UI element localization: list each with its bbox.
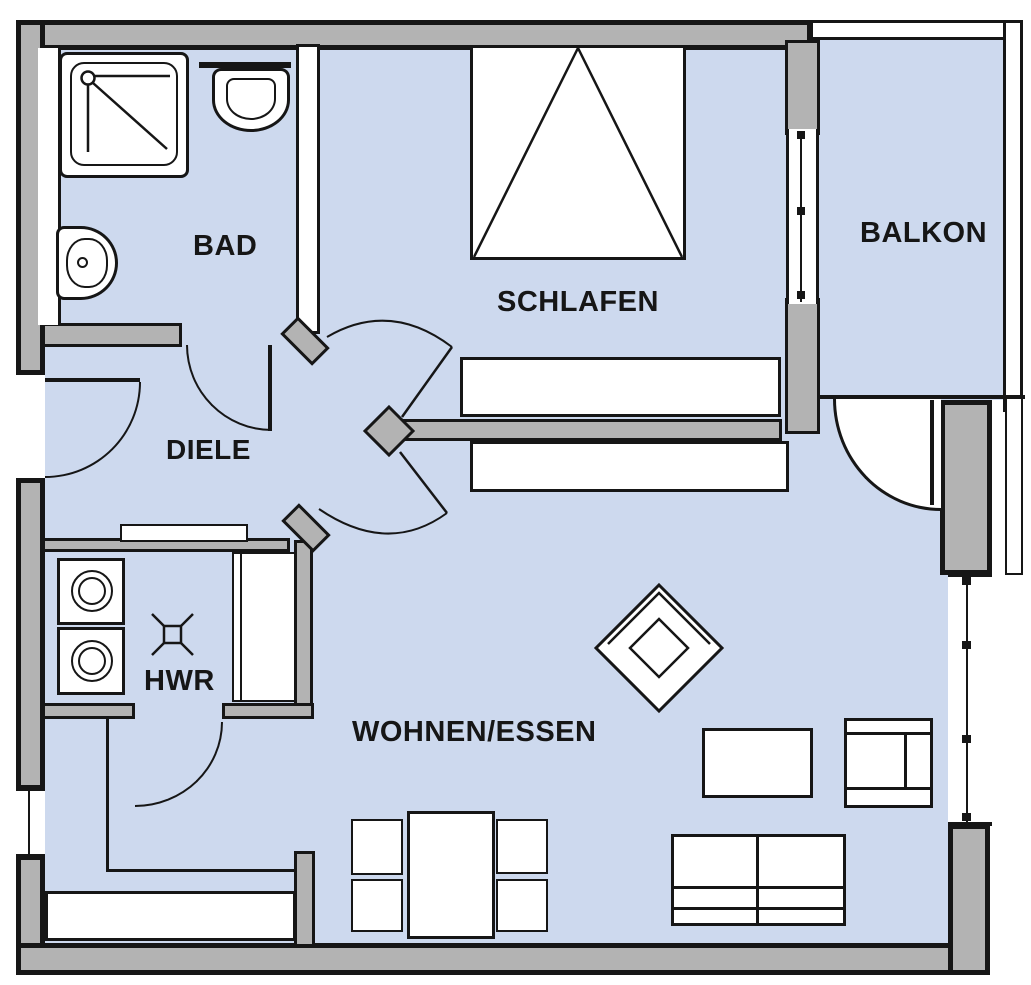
entrance-door-leaf [45, 378, 140, 382]
floor-marking-horizontal [106, 869, 296, 872]
door-transom-mark [797, 131, 805, 139]
dryer-drum-inner [78, 647, 106, 675]
wall-hwr-south-left [42, 703, 135, 719]
balcony-door-leaf [930, 400, 934, 505]
dining-chair [496, 879, 548, 932]
shower-tray [70, 62, 178, 166]
wall-left-middle [16, 478, 45, 790]
room-label-bad: BAD [193, 230, 258, 262]
room-label-wohnen-essen: WOHNEN/ESSEN [352, 716, 597, 748]
armchair-armrest-bottom [846, 787, 931, 790]
bedroom-balcony-door [786, 129, 819, 304]
wall-bath-south [42, 323, 182, 347]
room-label-hwr: HWR [144, 665, 215, 697]
door-transom-mark [797, 291, 805, 299]
balcony-railing-north [810, 20, 1023, 40]
coffee-table [702, 728, 813, 798]
room-label-balkon: BALKON [860, 217, 988, 249]
balcony-floor [818, 38, 1008, 400]
bath-prewall [38, 48, 61, 325]
living-sideboard [470, 441, 789, 492]
washbasin-drain [77, 257, 88, 268]
balcony-railing-south-return [1005, 397, 1023, 575]
floor-marking-vertical [106, 719, 109, 872]
wall-bedroom-east-pier-bottom [785, 298, 820, 434]
balcony-railing-east [1003, 20, 1023, 412]
sofa-backrest-line2 [673, 907, 844, 910]
toilet-cistern [199, 62, 291, 68]
window-transom-mark [962, 813, 971, 821]
living-west-window-glazing [28, 791, 30, 854]
balcony-south-edge [820, 395, 1025, 399]
sofa-backrest-line1 [673, 886, 844, 889]
dining-chair [351, 819, 403, 875]
wall-bedroom-east-pier-top [785, 40, 820, 135]
living-east-window-glazing [966, 577, 968, 822]
living-east-window [948, 573, 992, 826]
wall-bedroom-living-divider [402, 419, 782, 441]
sofa-cushion-divider [756, 836, 759, 924]
wall-right-upper-pier [940, 400, 992, 575]
room-label-schlafen: SCHLAFEN [497, 286, 659, 318]
wall-stub-bottom [294, 851, 315, 947]
bottom-cabinet [45, 891, 296, 941]
wall-hwr-east [294, 540, 313, 715]
living-west-window [16, 787, 45, 858]
window-transom-mark [962, 641, 971, 649]
washing-machine-drum-inner [78, 577, 106, 605]
dining-chair [351, 879, 403, 932]
window-transom-mark [962, 735, 971, 743]
toilet-bowl [226, 78, 276, 120]
bedroom-balcony-door-glazing [800, 131, 802, 302]
wall-bath-bedroom-divider [296, 44, 320, 334]
dining-table [407, 811, 495, 939]
armchair-armrest-top [846, 732, 931, 735]
wall-hwr-south-right [222, 703, 314, 719]
wall-bottom [16, 943, 990, 975]
hall-sideboard [120, 524, 248, 542]
utility-cupboard-edge [240, 554, 242, 700]
window-transom-mark [962, 577, 971, 585]
door-transom-mark [797, 207, 805, 215]
armchair-backrest [904, 732, 907, 790]
bedroom-sideboard [460, 357, 781, 417]
room-label-diele: DIELE [166, 434, 251, 465]
wall-right-lower-pier [948, 824, 990, 975]
bed [470, 45, 686, 260]
wall-top [16, 20, 812, 50]
dining-chair [496, 819, 548, 874]
utility-cupboard [232, 552, 296, 702]
